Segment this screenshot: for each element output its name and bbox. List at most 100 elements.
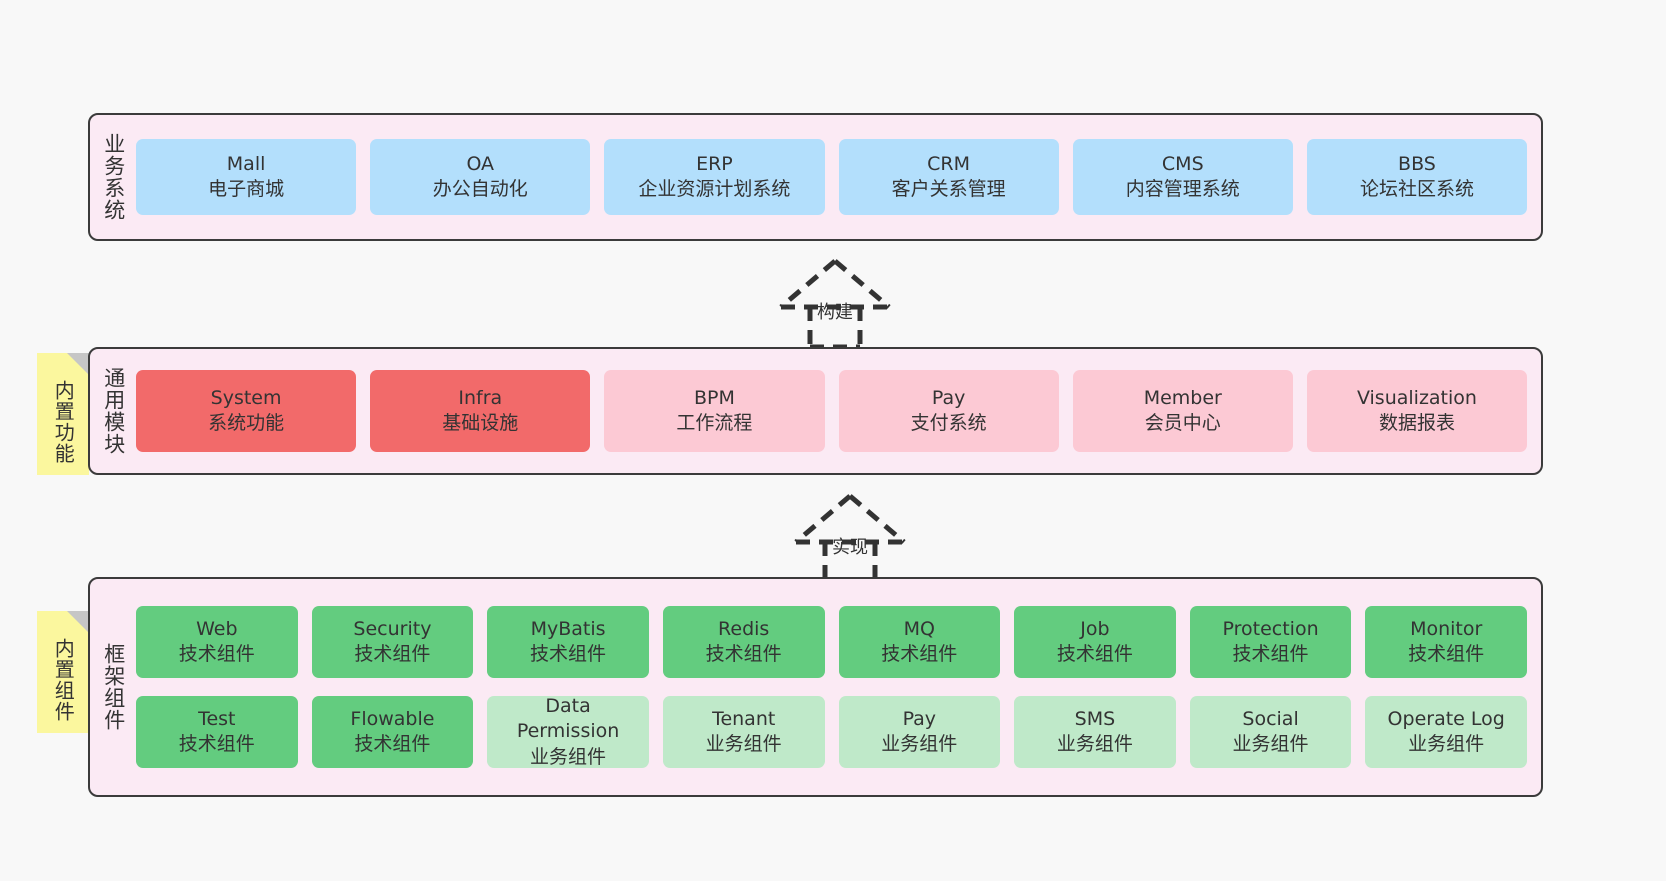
framework-components-row-1: Web 技术组件 Security 技术组件 MyBatis 技术组件 Redi… <box>136 606 1527 678</box>
card-test-desc: 技术组件 <box>178 733 255 755</box>
connector-build: 构建 <box>755 255 915 350</box>
layer-title-framework-components: 框架组件 <box>101 643 126 731</box>
card-test[interactable]: Test 技术组件 <box>136 696 298 768</box>
note-fold-icon <box>67 353 89 375</box>
card-mall-name: Mall <box>226 152 266 175</box>
card-mybatis-desc: 技术组件 <box>530 643 607 665</box>
card-mall-desc: 电子商城 <box>208 178 285 200</box>
card-tenant[interactable]: Tenant 业务组件 <box>662 696 825 768</box>
card-redis-desc: 技术组件 <box>705 643 782 665</box>
common-modules-row: System 系统功能 Infra 基础设施 BPM 工作流程 Pay 支付系统… <box>136 370 1528 452</box>
card-cms-name: CMS <box>1161 152 1204 175</box>
card-job-desc: 技术组件 <box>1056 643 1133 665</box>
card-system-desc: 系统功能 <box>208 412 285 434</box>
card-flowable-desc: 技术组件 <box>354 733 431 755</box>
card-job-name: Job <box>1080 617 1110 640</box>
layer-business-system: 业务系统 Mall 电子商城 OA 办公自动化 ERP 企业资源计划系统 CRM… <box>88 113 1543 241</box>
card-erp-desc: 企业资源计划系统 <box>638 178 791 200</box>
card-data-permission[interactable]: Data Permission 业务组件 <box>487 695 649 768</box>
card-member[interactable]: Member 会员中心 <box>1072 370 1293 452</box>
card-mq[interactable]: MQ 技术组件 <box>838 606 1001 678</box>
card-social-name: Social <box>1242 707 1299 730</box>
card-crm-desc: 客户关系管理 <box>891 178 1006 200</box>
card-erp[interactable]: ERP 企业资源计划系统 <box>604 139 825 215</box>
card-bbs[interactable]: BBS 论坛社区系统 <box>1306 139 1528 215</box>
card-security-desc: 技术组件 <box>354 643 431 665</box>
card-job[interactable]: Job 技术组件 <box>1014 606 1176 678</box>
card-tenant-desc: 业务组件 <box>705 733 782 755</box>
card-system[interactable]: System 系统功能 <box>136 370 357 452</box>
card-redis[interactable]: Redis 技术组件 <box>662 606 825 678</box>
card-security[interactable]: Security 技术组件 <box>311 606 474 678</box>
framework-components-row-2: Test 技术组件 Flowable 技术组件 Data Permission … <box>136 695 1527 768</box>
card-data-permission-desc: 业务组件 <box>530 745 607 768</box>
card-crm[interactable]: CRM 客户关系管理 <box>838 139 1059 215</box>
layer-framework-components: 框架组件 Web 技术组件 Security 技术组件 MyBatis 技术组件… <box>88 577 1543 797</box>
card-tenant-name: Tenant <box>712 707 776 730</box>
note-builtin-functions-label: 内置功能 <box>51 380 76 464</box>
card-crm-name: CRM <box>927 152 971 175</box>
layer-title-common-modules: 通用模块 <box>101 367 126 455</box>
layer-title-business-system: 业务系统 <box>101 133 126 221</box>
card-test-name: Test <box>198 707 236 730</box>
card-mybatis[interactable]: MyBatis 技术组件 <box>487 606 649 678</box>
card-visualization-desc: 数据报表 <box>1378 412 1455 434</box>
note-fold-icon <box>67 611 89 633</box>
card-sms-desc: 业务组件 <box>1056 733 1133 755</box>
card-flowable[interactable]: Flowable 技术组件 <box>311 696 474 768</box>
card-mybatis-name: MyBatis <box>530 617 606 640</box>
card-pay-module[interactable]: Pay 支付系统 <box>838 370 1059 452</box>
card-sms-name: SMS <box>1074 707 1116 730</box>
card-monitor[interactable]: Monitor 技术组件 <box>1365 606 1527 678</box>
card-security-name: Security <box>353 617 432 640</box>
card-visualization[interactable]: Visualization 数据报表 <box>1306 370 1528 452</box>
note-builtin-functions: 内置功能 <box>37 353 89 475</box>
card-infra-name: Infra <box>458 386 503 409</box>
card-pay-module-name: Pay <box>931 386 966 409</box>
card-web[interactable]: Web 技术组件 <box>136 606 298 678</box>
note-builtin-components: 内置组件 <box>37 611 89 733</box>
card-pay-component-desc: 业务组件 <box>881 733 958 755</box>
card-oa-desc: 办公自动化 <box>432 178 528 200</box>
note-builtin-components-label: 内置组件 <box>51 638 76 722</box>
layer-body-common-modules: System 系统功能 Infra 基础设施 BPM 工作流程 Pay 支付系统… <box>136 349 1541 473</box>
card-monitor-desc: 技术组件 <box>1408 643 1485 665</box>
card-data-permission-name: Data Permission <box>516 695 620 743</box>
card-bpm[interactable]: BPM 工作流程 <box>604 370 825 452</box>
card-sms[interactable]: SMS 业务组件 <box>1014 696 1176 768</box>
card-pay-component-name: Pay <box>902 707 937 730</box>
card-member-name: Member <box>1143 386 1222 409</box>
card-web-name: Web <box>196 617 238 640</box>
card-pay-component[interactable]: Pay 业务组件 <box>838 696 1001 768</box>
card-web-desc: 技术组件 <box>178 643 255 665</box>
card-social[interactable]: Social 业务组件 <box>1189 696 1352 768</box>
card-oa[interactable]: OA 办公自动化 <box>370 139 591 215</box>
layer-body-business-system: Mall 电子商城 OA 办公自动化 ERP 企业资源计划系统 CRM 客户关系… <box>136 115 1541 239</box>
card-redis-name: Redis <box>718 617 770 640</box>
card-visualization-name: Visualization <box>1356 386 1477 409</box>
card-operate-log[interactable]: Operate Log 业务组件 <box>1365 696 1527 768</box>
connector-implement-arrow-icon <box>794 494 906 585</box>
card-system-name: System <box>210 386 282 409</box>
card-social-desc: 业务组件 <box>1232 733 1309 755</box>
card-bpm-desc: 工作流程 <box>676 412 753 434</box>
card-cms[interactable]: CMS 内容管理系统 <box>1072 139 1293 215</box>
card-bbs-desc: 论坛社区系统 <box>1359 178 1474 200</box>
card-bpm-name: BPM <box>693 386 735 409</box>
connector-implement-label: 实现 <box>832 537 868 558</box>
business-system-row: Mall 电子商城 OA 办公自动化 ERP 企业资源计划系统 CRM 客户关系… <box>136 139 1528 215</box>
card-cms-desc: 内容管理系统 <box>1125 178 1240 200</box>
card-protection-desc: 技术组件 <box>1232 643 1309 665</box>
card-operate-log-name: Operate Log <box>1387 707 1505 730</box>
card-oa-name: OA <box>466 152 495 175</box>
card-monitor-name: Monitor <box>1410 617 1483 640</box>
card-erp-name: ERP <box>696 152 733 175</box>
card-bbs-name: BBS <box>1398 152 1436 175</box>
connector-build-arrow-icon <box>779 259 891 350</box>
card-pay-module-desc: 支付系统 <box>910 412 987 434</box>
card-infra[interactable]: Infra 基础设施 <box>370 370 591 452</box>
card-protection[interactable]: Protection 技术组件 <box>1189 606 1352 678</box>
connector-implement: 实现 <box>770 490 930 585</box>
card-mall[interactable]: Mall 电子商城 <box>136 139 357 215</box>
